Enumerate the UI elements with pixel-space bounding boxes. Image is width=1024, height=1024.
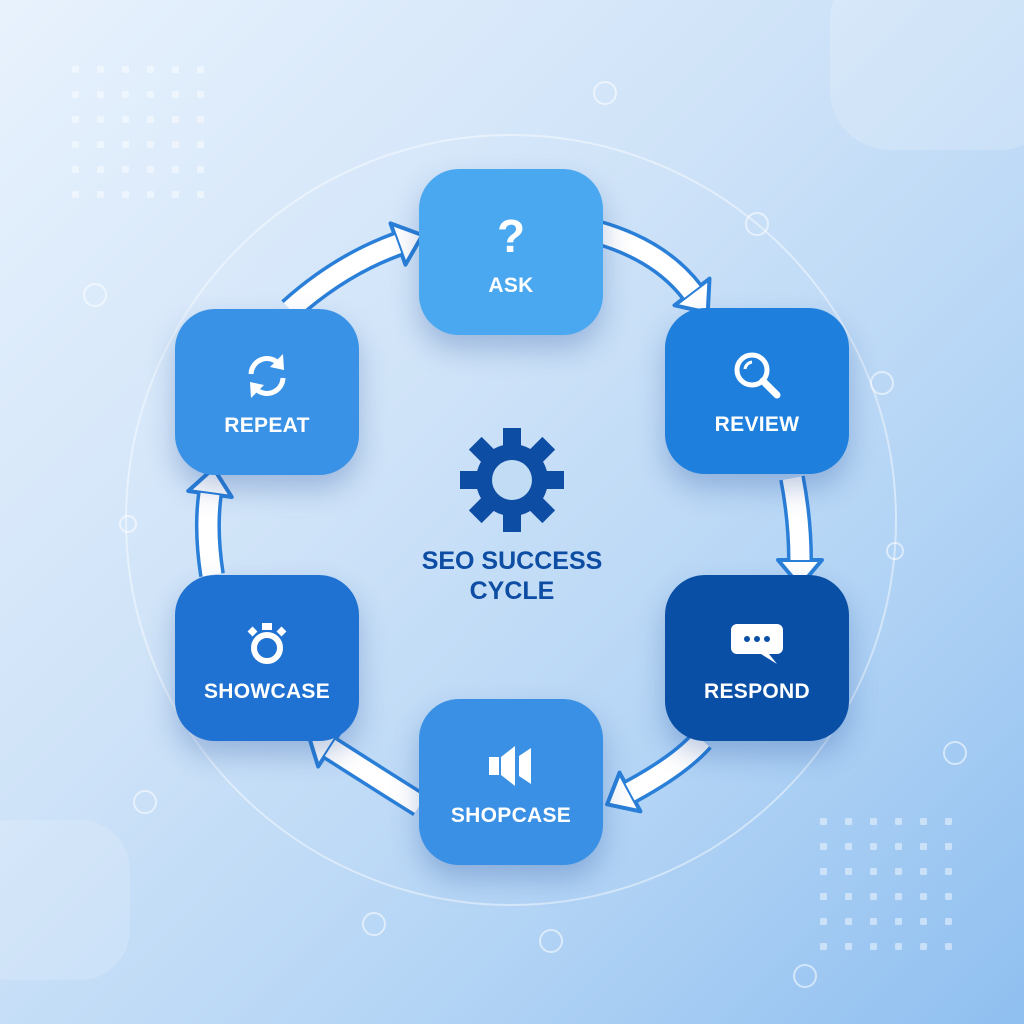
question-icon: ? — [496, 210, 526, 262]
arrow-review-to-respond — [776, 475, 824, 588]
step-respond[interactable]: RESPOND — [665, 575, 849, 741]
arrow-respond-to-shopcase — [605, 731, 712, 814]
arrow-ask-to-review — [592, 219, 712, 315]
speaker-icon — [481, 736, 541, 796]
step-shopcase[interactable]: SHOPCASE — [419, 699, 603, 865]
arrow-showcase-to-repeat — [186, 466, 234, 577]
step-label: REPEAT — [224, 414, 310, 437]
gear-icon — [460, 428, 564, 532]
diagram-title-line1: SEO SUCCESS — [421, 547, 603, 575]
refresh-icon — [237, 346, 297, 406]
arrow-repeat-to-ask — [281, 221, 425, 320]
magnifier-icon — [727, 345, 787, 405]
step-showcase[interactable]: SHOWCASE — [175, 575, 359, 741]
arrow-shopcase-to-showcase — [306, 727, 427, 817]
step-label: REVIEW — [714, 413, 800, 436]
step-label: RESPOND — [704, 680, 810, 703]
ring-icon — [237, 612, 297, 672]
step-ask[interactable]: ? ASK — [419, 169, 603, 335]
step-label: SHOWCASE — [203, 680, 331, 703]
cycle-center: SEO SUCCESS CYCLE — [380, 425, 644, 606]
step-label: SHOPCASE — [450, 804, 572, 827]
step-review[interactable]: REVIEW — [665, 308, 849, 474]
diagram-title-line2: CYCLE — [469, 577, 555, 605]
step-repeat[interactable]: REPEAT — [175, 309, 359, 475]
chat-bubble-icon — [727, 612, 787, 672]
step-label: ASK — [488, 274, 534, 297]
